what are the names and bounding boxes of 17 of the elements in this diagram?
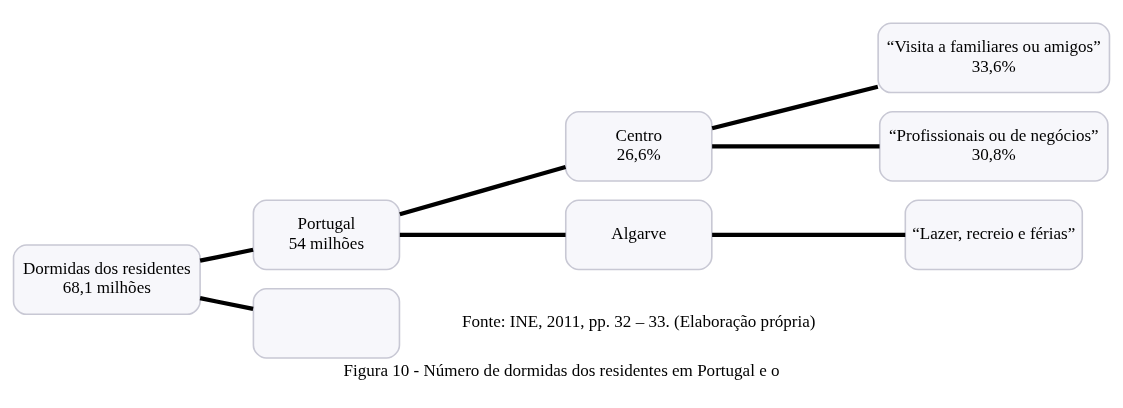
node-box: Centro 26,6% xyxy=(564,110,713,182)
connector xyxy=(712,232,906,237)
connector xyxy=(399,164,567,216)
caption: Figura 10 - Número de dormidas dos residentes em Portugal e o xyxy=(343,360,780,380)
connector xyxy=(712,143,880,149)
node-box: “Visita a familiares ou amigos” 33,6% xyxy=(877,21,1111,93)
connector xyxy=(711,84,879,130)
node-box: Dormidas dos residentes 68,1 milhões xyxy=(12,243,201,315)
connector xyxy=(399,232,566,237)
node-box: Algarve xyxy=(564,198,713,270)
node-box xyxy=(252,287,401,359)
connector xyxy=(199,295,254,311)
label: Fonte: INE, 2011, pp. 32 – 33. (Elaboração própria) xyxy=(462,311,816,331)
node-box: “Profissionais ou de negócios” 30,8% xyxy=(878,110,1109,182)
connector xyxy=(199,247,254,263)
node-box: Portugal 54 milhões xyxy=(252,198,401,270)
node-box: “Lazer, recreio e férias” xyxy=(904,198,1084,270)
